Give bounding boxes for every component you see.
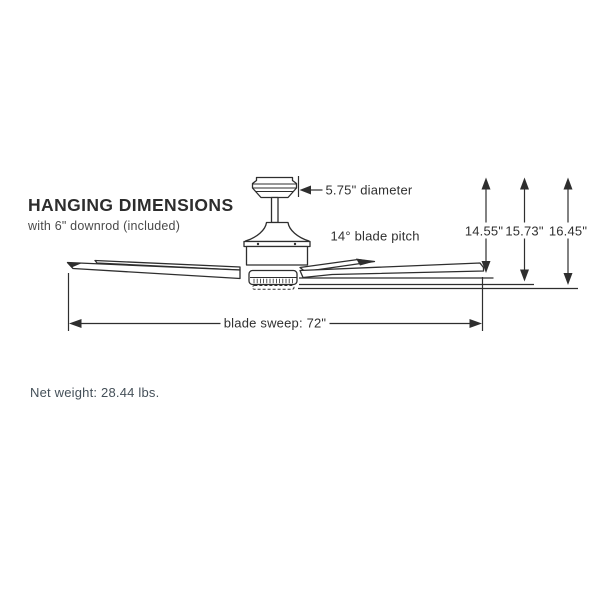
height-label-1-bg <box>461 222 507 239</box>
height-label-1: 14.55" <box>465 224 504 239</box>
height-arrow-2-up <box>520 177 529 190</box>
ceiling-fan-drawing <box>66 176 485 290</box>
downrod-coupling <box>244 221 310 243</box>
sweep-arrowhead-left <box>69 319 82 328</box>
height-arrow-3-down <box>563 273 573 285</box>
blade-sweep-dimension: blade sweep: 72" <box>67 273 484 331</box>
blade-pitch-label: 14° blade pitch <box>331 229 420 244</box>
diameter-arrowhead <box>299 185 311 195</box>
page-subtitle: with 6" downrod (included) <box>27 219 180 233</box>
height-arrow-1-down <box>481 261 491 273</box>
fan-blade-left-tip <box>67 262 81 268</box>
height-arrow-2-down <box>520 269 529 282</box>
diameter-label: 5.75" diameter <box>326 183 413 198</box>
motor-housing <box>245 245 309 266</box>
height-label-3-bg <box>546 222 590 239</box>
motor-top-rim <box>243 240 311 248</box>
light-kit-glass-dashed <box>252 285 295 290</box>
height-label-2-bg <box>503 222 546 239</box>
light-kit <box>248 269 298 290</box>
height-arrow-3-up <box>563 177 573 190</box>
hanging-height-dimensions: 14.55" 15.73" 16.45" <box>298 177 590 290</box>
page-title: HANGING DIMENSIONS <box>28 195 234 215</box>
blade-sweep-label: blade sweep: 72" <box>224 316 327 331</box>
diameter-callout: 5.75" diameter <box>297 176 413 198</box>
fan-blade-back-right-tip <box>356 258 375 266</box>
light-kit-vents <box>253 278 293 284</box>
sweep-arrowhead-right <box>469 319 482 328</box>
height-arrow-1-up <box>481 177 491 190</box>
canopy-band-lines <box>252 183 297 193</box>
height-label-2: 15.73" <box>505 224 544 239</box>
net-weight-label: Net weight: 28.44 lbs. <box>30 385 159 400</box>
housing-screw-right <box>293 242 297 246</box>
title-block: HANGING DIMENSIONS with 6" downrod (incl… <box>27 195 234 233</box>
downrod <box>270 196 279 224</box>
housing-screw-left <box>256 242 260 246</box>
height-label-3: 16.45" <box>549 224 588 239</box>
